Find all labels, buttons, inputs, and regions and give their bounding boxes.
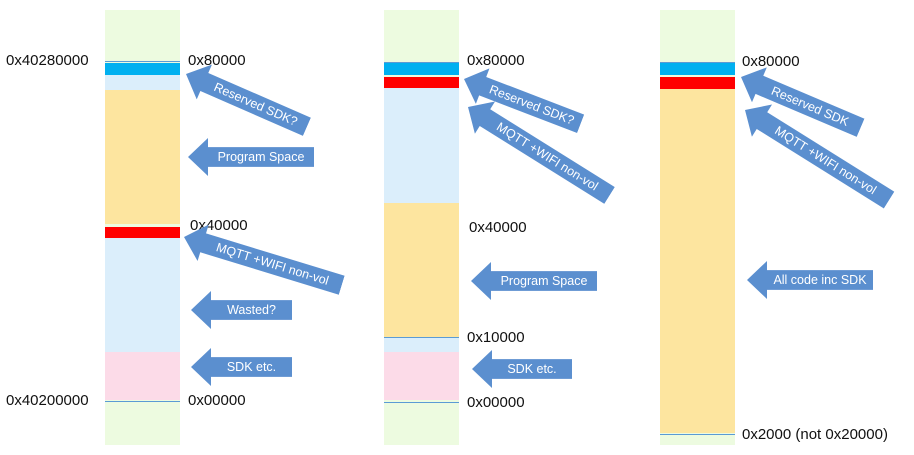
callout-text: MQTT +WIFI non-vol	[214, 240, 331, 288]
program-space-block	[105, 90, 180, 224]
callout-arrow: All code inc SDK	[747, 261, 873, 299]
callout-arrow: MQTT +WIFI non-vol	[178, 219, 347, 304]
callout-arrow: Program Space	[471, 262, 597, 300]
address-label: 0x00000	[467, 394, 525, 411]
program-space-block	[384, 203, 459, 337]
callout-arrow: Reserved SDK?	[178, 57, 314, 145]
reserved-sdk-block	[660, 63, 735, 75]
all-code-block	[660, 89, 735, 433]
reserved-sdk-block	[105, 63, 180, 75]
boundary-line	[105, 61, 180, 62]
callout-text: SDK etc.	[507, 362, 557, 376]
wasted-block	[105, 238, 180, 352]
nonvol-block	[105, 227, 180, 238]
boundary-line	[660, 62, 735, 63]
free-block	[384, 338, 459, 352]
address-label: 0x40000	[469, 219, 527, 236]
callout-arrow: Wasted?	[191, 291, 292, 329]
memory-column-3	[660, 10, 735, 445]
address-label: 0x10000	[467, 329, 525, 346]
callout-text: Reserved SDK?	[211, 80, 300, 129]
address-label: 0x00000	[188, 392, 246, 409]
boundary-line	[660, 434, 735, 435]
free-block	[105, 75, 180, 90]
address-label: 0x80000	[467, 52, 525, 69]
nonvol-block	[384, 77, 459, 88]
boundary-line	[384, 402, 459, 403]
callout-arrow: SDK etc.	[191, 348, 292, 386]
address-label: 0x80000	[188, 52, 246, 69]
nonvol-block	[660, 77, 735, 89]
reserved-sdk-block	[384, 63, 459, 75]
sdk-block	[384, 352, 459, 400]
free-block	[384, 88, 459, 203]
address-label: 0x40280000	[6, 52, 89, 69]
memory-column-1	[105, 10, 180, 445]
boundary-line	[105, 401, 180, 402]
callout-text: Wasted?	[227, 303, 276, 317]
callout-text: SDK etc.	[226, 360, 277, 374]
memory-column-2	[384, 10, 459, 445]
callout-arrow: Program Space	[188, 138, 314, 176]
boundary-line	[384, 62, 459, 63]
callout-arrow: SDK etc.	[472, 350, 572, 388]
address-label: 0x40200000	[6, 392, 89, 409]
sdk-block	[105, 352, 180, 400]
address-label: 0x2000 (not 0x20000)	[742, 426, 888, 443]
callout-text: All code inc SDK	[773, 273, 867, 287]
callout-text: Program Space	[500, 274, 588, 288]
boundary-line	[384, 337, 459, 338]
callout-text: Program Space	[217, 150, 305, 164]
address-label: 0x80000	[742, 53, 800, 70]
